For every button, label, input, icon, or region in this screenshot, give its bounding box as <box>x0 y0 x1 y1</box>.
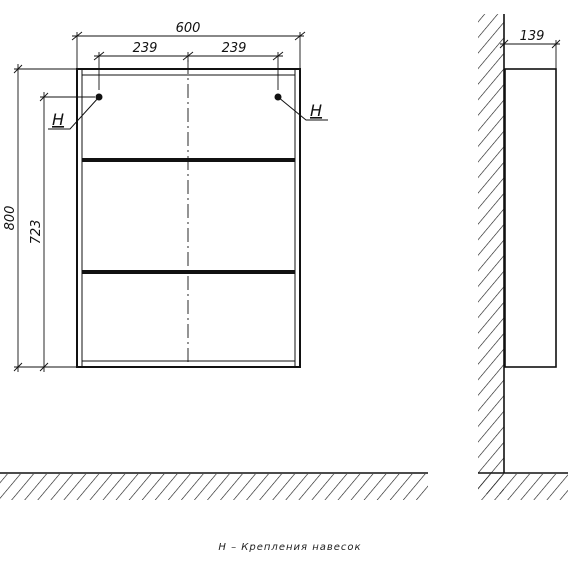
dim-overall-height-label: 800 <box>3 206 18 231</box>
cabinet-side-outline <box>504 68 557 368</box>
legend-caption: H – Крепления навесок <box>218 542 361 553</box>
cabinet-outline <box>76 68 301 368</box>
shelf-upper <box>82 158 295 162</box>
dim-right-offset-label: 239 <box>222 41 247 56</box>
leader-left <box>48 96 100 130</box>
dim-mount-height <box>39 92 95 372</box>
front-view: H H 600 239 239 <box>0 21 428 500</box>
dim-overall-width <box>71 31 306 69</box>
marker-label-right: H <box>310 101 322 120</box>
dim-depth-label: 139 <box>520 29 545 44</box>
dim-depth <box>499 39 561 69</box>
side-floor-hatch <box>478 474 568 500</box>
floor-hatch <box>0 474 428 500</box>
side-view: 139 <box>478 14 568 500</box>
shelf-lower <box>82 270 295 274</box>
dim-overall-height <box>13 64 77 372</box>
leader-right <box>277 96 328 121</box>
marker-label-left: H <box>52 110 64 129</box>
dim-offset-chain <box>93 51 284 90</box>
wall-hatch <box>478 14 504 494</box>
dim-mount-height-label: 723 <box>29 220 44 245</box>
dim-left-offset-label: 239 <box>133 41 158 56</box>
dim-overall-width-label: 600 <box>176 21 201 36</box>
